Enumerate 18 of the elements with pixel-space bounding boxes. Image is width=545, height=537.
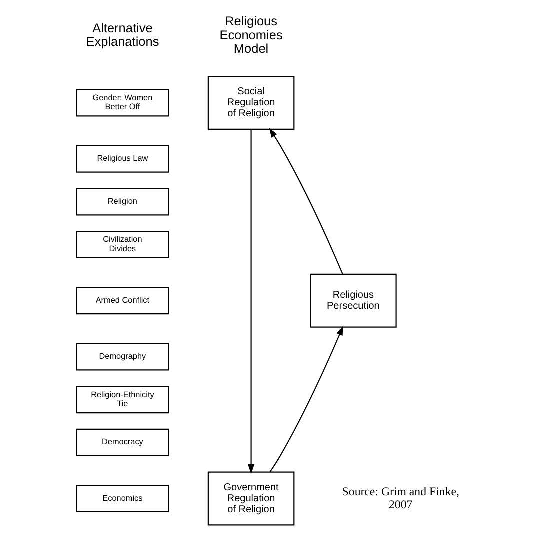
node-box: Social Regulation of Religion: [208, 76, 295, 130]
arrow: [270, 326, 344, 472]
node-box: Armed Conflict: [76, 287, 170, 315]
node-box: Religious Persecution: [310, 274, 397, 328]
label: Source: Grim and Finke, 2007: [342, 484, 460, 512]
node-box: Religious Law: [76, 145, 170, 173]
node-box: Religion: [76, 188, 170, 216]
node-box: Democracy: [76, 428, 170, 456]
label: Alternative Explanations: [86, 20, 160, 50]
node-box: Civilization Divides: [76, 231, 170, 259]
node-box: Gender: Women Better Off: [76, 89, 170, 117]
node-box: Demography: [76, 343, 170, 371]
arrow: [248, 129, 255, 474]
node-box: Government Regulation of Religion: [208, 472, 295, 526]
label: Religious Economies Model: [220, 14, 283, 56]
arrow: [269, 128, 344, 274]
node-box: Economics: [76, 485, 170, 513]
node-box: Religion-Ethnicity Tie: [76, 386, 170, 414]
